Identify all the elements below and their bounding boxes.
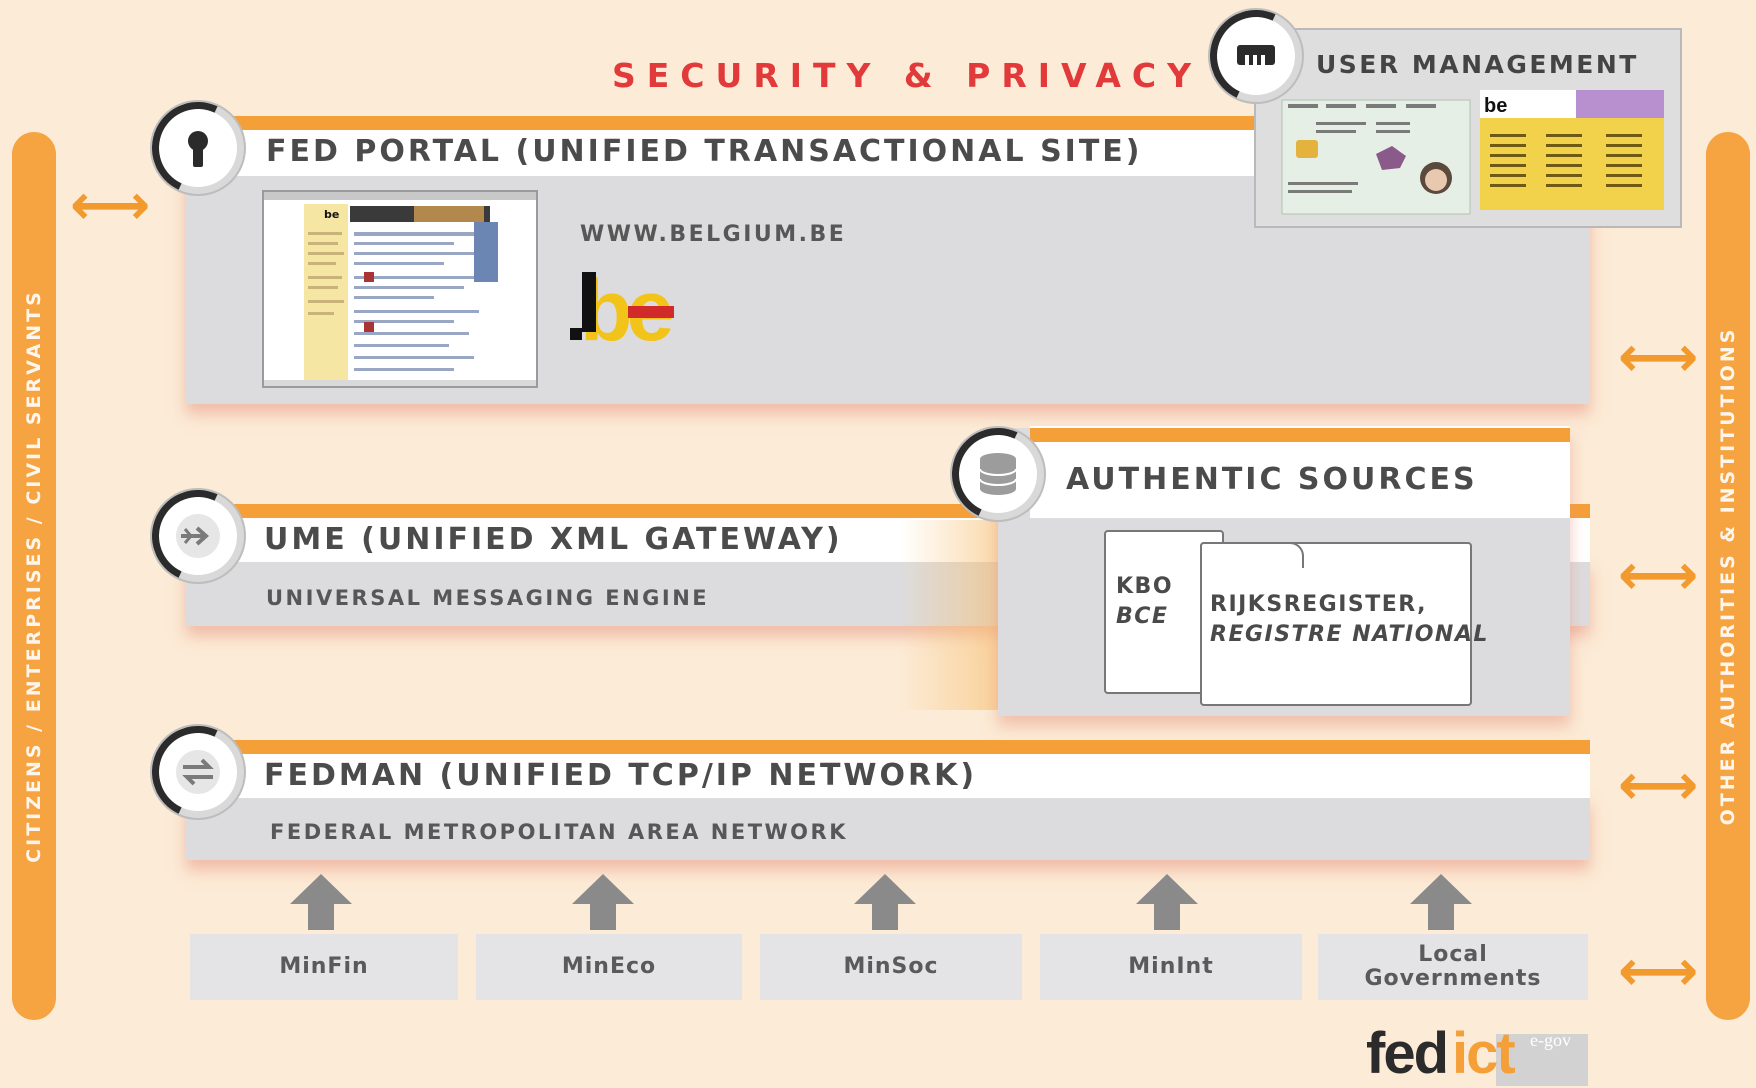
fedict-tag: e-gov <box>1530 1030 1571 1050</box>
key-icon <box>1210 10 1302 102</box>
right-pillar <box>1706 132 1750 1020</box>
fedman-title: FEDMAN (UNIFIED TCP/IP NETWORK) <box>264 758 978 793</box>
gateway-arrow-icon <box>152 490 244 582</box>
fed-portal-title: FED PORTAL (UNIFIED TRANSACTIONAL SITE) <box>266 134 1143 169</box>
portal-url: WWW.BELGIUM.BE <box>580 222 847 247</box>
svg-text:be: be <box>324 208 339 221</box>
be-logo: be be <box>566 256 686 360</box>
fedman-subtitle: FEDERAL METROPOLITAN AREA NETWORK <box>270 820 848 844</box>
bidirectional-arrow-icon: ⟷ <box>1618 543 1699 608</box>
left-pillar-label: CITIZENS / ENTERPRISES / CIVIL SERVANTS <box>23 289 45 863</box>
bidirectional-arrow-icon: ⟷ <box>1618 939 1699 1004</box>
network-exchange-icon <box>152 726 244 818</box>
bidirectional-arrow-icon: ⟷ <box>70 173 151 238</box>
ministry-minsoc: MinSoc <box>760 934 1022 1000</box>
fedict-fed: fed <box>1366 1028 1449 1086</box>
svg-text:be: be <box>1484 95 1507 117</box>
kbo-label: KBO <box>1116 574 1174 599</box>
ume-subtitle: UNIVERSAL MESSAGING ENGINE <box>266 586 710 610</box>
bidirectional-arrow-icon: ⟷ <box>1618 753 1699 818</box>
folder-front-tab <box>1200 542 1304 568</box>
database-icon <box>952 428 1044 520</box>
right-pillar-label: OTHER AUTHORITIES & INSTITUTIONS <box>1717 326 1739 826</box>
fedict-logo: fed ict e-gov <box>1362 1028 1588 1086</box>
up-arrow-icon <box>1132 872 1202 934</box>
up-arrow-icon <box>1406 872 1476 934</box>
up-arrow-icon <box>850 872 920 934</box>
rijksregister-label: RIJKSREGISTER, <box>1210 592 1428 617</box>
bce-label: BCE <box>1116 604 1169 629</box>
bidirectional-arrow-icon: ⟷ <box>1618 325 1699 390</box>
left-pillar <box>12 132 56 1020</box>
authentic-sources-title: AUTHENTIC SOURCES <box>1066 462 1478 497</box>
authentic-sources-bar <box>1030 428 1570 442</box>
ume-title: UME (UNIFIED XML GATEWAY) <box>264 522 843 557</box>
registre-national-label: REGISTRE NATIONAL <box>1210 622 1489 647</box>
ministry-minfin: MinFin <box>190 934 458 1000</box>
belgium-website-screenshot: be <box>262 190 538 388</box>
fedict-ict: ict <box>1452 1028 1516 1086</box>
ministry-minint: MinInt <box>1040 934 1302 1000</box>
ministry-mineco: MinEco <box>476 934 742 1000</box>
ministry-local-governments: Local Governments <box>1318 934 1588 1000</box>
up-arrow-icon <box>568 872 638 934</box>
rijksregister-folder <box>1200 542 1472 706</box>
diagram-title: SECURITY & PRIVACY <box>612 56 1203 95</box>
up-arrow-icon <box>286 872 356 934</box>
user-management-title: USER MANAGEMENT <box>1316 50 1639 79</box>
keyhole-icon <box>152 102 244 194</box>
user-management-panel: be <box>1254 28 1682 228</box>
